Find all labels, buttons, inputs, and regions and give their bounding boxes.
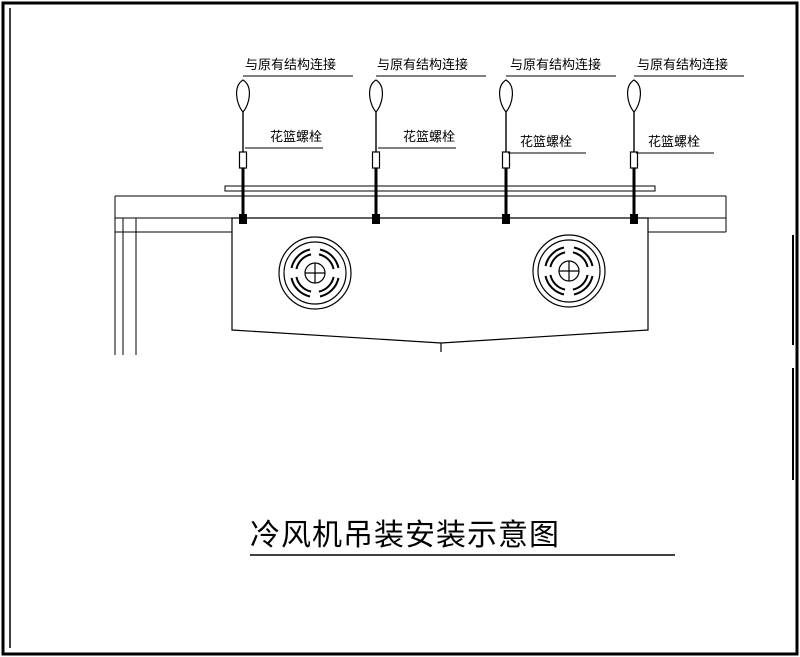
- mounting-lug: [630, 214, 638, 224]
- fan-guard-icon: [278, 236, 352, 310]
- turnbuckle-icon: [501, 151, 511, 169]
- mounting-lug: [502, 214, 510, 224]
- anchor-clevis-icon: [499, 79, 513, 113]
- fan-guard-icon: [532, 234, 606, 308]
- mounting-lug: [372, 214, 380, 224]
- structure-connection-label: 与原有结构连接: [637, 57, 728, 73]
- turnbuckle-label: 花篮螺栓: [520, 134, 572, 150]
- hangers-layer: 与原有结构连接花篮螺栓与原有结构连接花篮螺栓与原有结构连接花篮螺栓与原有结构连接…: [236, 57, 744, 224]
- turnbuckle-icon: [371, 151, 381, 169]
- air-cooler-unit: [231, 217, 649, 352]
- diagram-title: 冷风机吊装安装示意图: [250, 518, 560, 553]
- turnbuckle-icon: [238, 151, 248, 169]
- turnbuckle-label: 花篮螺栓: [648, 134, 700, 150]
- mounting-lug: [239, 214, 247, 224]
- turnbuckle-icon: [629, 151, 639, 169]
- anchor-clevis-icon: [627, 79, 641, 113]
- structure-connection-label: 与原有结构连接: [245, 57, 336, 73]
- turnbuckle-label: 花篮螺栓: [270, 129, 322, 145]
- anchor-clevis-icon: [369, 79, 383, 113]
- fans-layer: [278, 234, 606, 310]
- anchor-clevis-icon: [236, 79, 250, 113]
- turnbuckle-label: 花篮螺栓: [403, 129, 455, 145]
- structure-connection-label: 与原有结构连接: [377, 57, 468, 73]
- structure-connection-label: 与原有结构连接: [510, 57, 601, 73]
